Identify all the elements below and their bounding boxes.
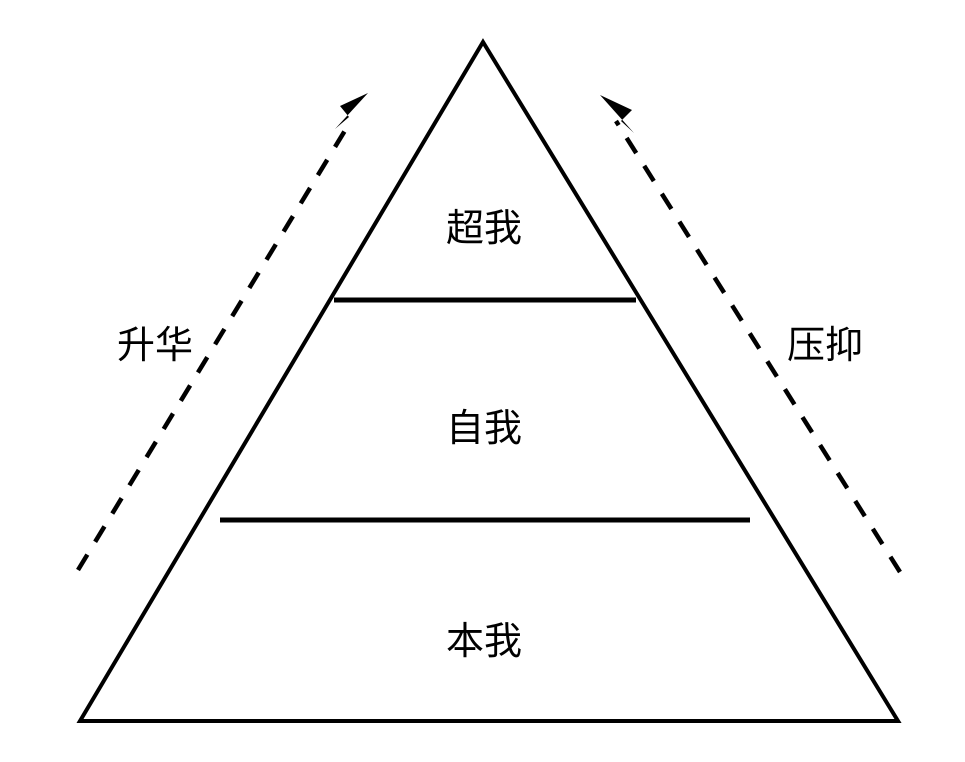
flow-label-repression: 压抑 — [787, 323, 863, 367]
layer-label-superego: 超我 — [446, 206, 522, 250]
layer-label-id: 本我 — [446, 619, 522, 663]
pyramid-outline — [76, 38, 902, 723]
sublimation-arrow-head-icon — [335, 93, 368, 129]
sublimation-arrow-shaft — [76, 117, 354, 572]
flow-label-sublimation: 升华 — [117, 323, 193, 367]
layer-label-ego: 自我 — [446, 406, 522, 450]
repression-arrow-shaft — [614, 119, 902, 574]
repression-arrow-head-icon — [600, 95, 634, 133]
